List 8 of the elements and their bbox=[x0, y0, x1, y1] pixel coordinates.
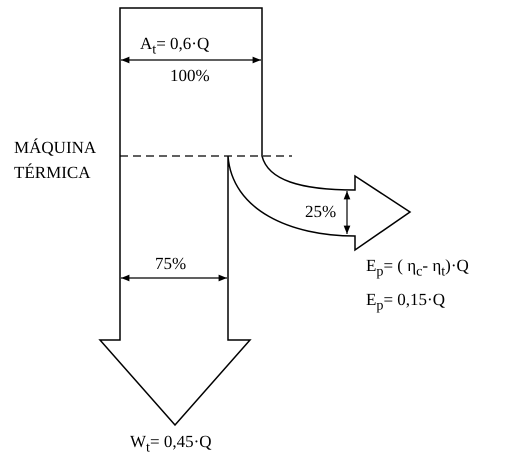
percentage-label: 25% bbox=[305, 202, 336, 222]
percentage-label: 75% bbox=[155, 254, 186, 274]
formula-label: A$_{t}$= 0,6·Q bbox=[140, 34, 210, 58]
formula-label: W$_{t}$= 0,45·Q bbox=[130, 432, 212, 456]
percentage-label: 100% bbox=[170, 66, 210, 86]
formula-label: E$_{p}$= ( η$_{c}$- η$_{t}$)·Q bbox=[366, 256, 469, 280]
formula-label: E$_{p}$= 0,15·Q bbox=[366, 290, 445, 314]
machine-label: MÁQUINA TÉRMICA bbox=[14, 137, 97, 184]
